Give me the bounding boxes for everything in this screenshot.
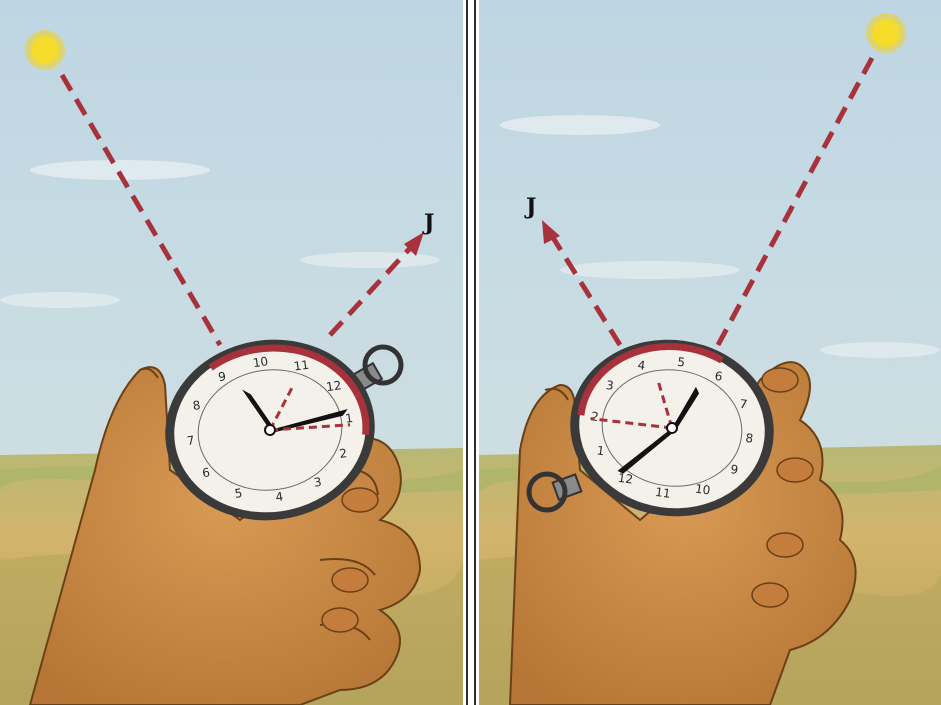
direction-label-left: J: [424, 210, 434, 236]
direction-label-right: J: [526, 194, 536, 220]
dial-number: 11: [654, 485, 671, 501]
panel-divider: [463, 0, 479, 705]
dial-number: 10: [694, 482, 711, 498]
sun-icon: [25, 30, 65, 70]
dial-number: 11: [293, 358, 310, 374]
dial-number: 12: [325, 378, 342, 394]
dial-number: 12: [617, 471, 634, 487]
sun-icon: [866, 13, 906, 53]
dial-number: 10: [252, 354, 269, 370]
